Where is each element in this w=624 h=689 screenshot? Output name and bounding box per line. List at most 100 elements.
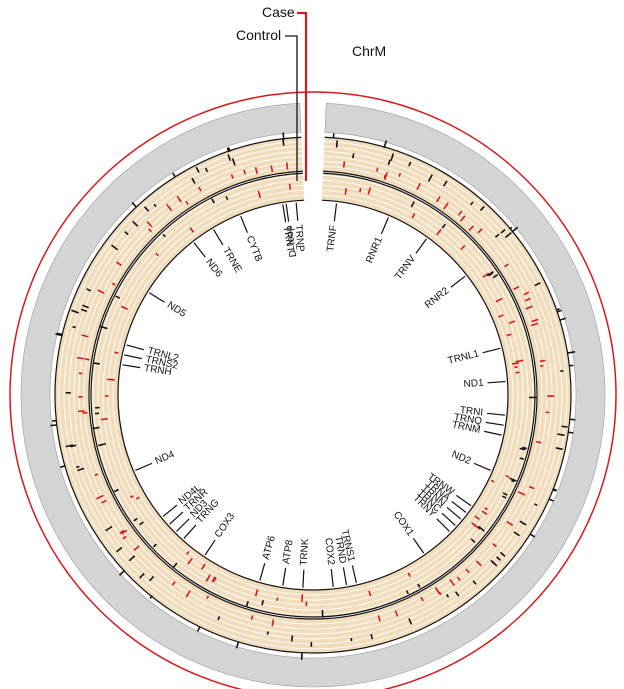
control-variant-mark bbox=[484, 506, 488, 511]
control-variant-mark bbox=[495, 297, 503, 303]
gene-tick-cox1 bbox=[412, 538, 425, 554]
case-variant-mark bbox=[398, 172, 402, 177]
control-variant-mark bbox=[245, 600, 249, 607]
case-variant-mark bbox=[524, 297, 531, 302]
gene-label-trnd: TRND bbox=[332, 535, 348, 564]
control-variant-mark bbox=[257, 190, 262, 199]
track-gridline bbox=[102, 184, 524, 606]
case-variant-mark bbox=[335, 140, 339, 148]
case-variant-mark bbox=[148, 575, 155, 582]
case-variant-mark bbox=[231, 158, 236, 166]
gene-tick-trnv bbox=[415, 238, 427, 254]
case-variant-mark bbox=[445, 593, 450, 598]
outer-variant-mark bbox=[567, 431, 574, 434]
case-variant-mark bbox=[96, 494, 104, 500]
gene-label-cytb: CYTB bbox=[244, 234, 264, 263]
case-variant-mark bbox=[195, 166, 200, 173]
control-variant-mark bbox=[211, 198, 215, 204]
gene-tick-nd5 bbox=[149, 292, 165, 303]
gene-tick-trnc bbox=[441, 512, 456, 526]
gene-tick-trni bbox=[486, 412, 506, 416]
case-variant-mark bbox=[204, 167, 209, 173]
outer-variant-mark bbox=[529, 533, 536, 538]
case-variant-mark bbox=[443, 202, 449, 210]
case-variant-mark bbox=[124, 231, 129, 236]
case-variant-mark bbox=[122, 535, 127, 540]
control-variant-mark bbox=[511, 362, 520, 365]
control-variant-mark bbox=[152, 543, 158, 548]
case-variant-mark bbox=[80, 308, 88, 313]
case-variant-mark bbox=[383, 172, 388, 180]
gene-label-atp8: ATP8 bbox=[281, 539, 296, 565]
gene-tick-nd4l bbox=[162, 504, 178, 517]
gene-label-trnk: TRNK bbox=[299, 538, 311, 566]
gene-label-atp6: ATP6 bbox=[261, 534, 278, 561]
case-variant-mark bbox=[390, 153, 395, 162]
gene-label-trnh: TRNH bbox=[143, 363, 172, 378]
gene-label-nd4: ND4 bbox=[153, 449, 176, 467]
outer-variant-mark bbox=[235, 641, 240, 649]
case-variant-mark bbox=[557, 433, 565, 437]
gene-label-d_loop: D_loop bbox=[284, 224, 299, 257]
gene-tick-atp6 bbox=[259, 563, 266, 581]
case-variant-mark bbox=[490, 559, 496, 565]
outer-variant-mark bbox=[56, 332, 64, 336]
case-variant-mark bbox=[479, 205, 485, 212]
case-variant-mark bbox=[111, 282, 116, 286]
control-variant-mark bbox=[98, 442, 107, 447]
control-variant-mark bbox=[486, 271, 494, 277]
outer-variant-mark bbox=[50, 424, 57, 427]
case-variant-mark bbox=[291, 635, 294, 642]
case-variant-mark bbox=[84, 358, 90, 361]
track-border-arc bbox=[88, 170, 538, 620]
case-variant-mark bbox=[539, 359, 546, 363]
case-variant-mark bbox=[166, 203, 173, 212]
case-variant-mark bbox=[528, 485, 535, 490]
case-variant-mark bbox=[81, 334, 89, 338]
case-variant-mark bbox=[171, 581, 176, 586]
case-variant-mark bbox=[342, 161, 346, 168]
control-variant-mark bbox=[470, 538, 476, 544]
case-variant-mark bbox=[111, 244, 119, 251]
track-gridline bbox=[58, 140, 568, 650]
gene-tick-cox2 bbox=[330, 568, 334, 588]
case-variant-mark bbox=[387, 159, 391, 165]
case-variant-mark bbox=[270, 165, 274, 173]
control-variant-mark bbox=[114, 351, 119, 354]
control-variant-mark bbox=[172, 562, 178, 569]
gene-tick-d_loop bbox=[285, 203, 290, 222]
case-variant-mark bbox=[153, 203, 157, 208]
track-gridline bbox=[97, 179, 529, 611]
case-variant-mark bbox=[148, 228, 152, 233]
outer-variant-mark bbox=[569, 418, 576, 421]
outer-variant-mark bbox=[55, 333, 63, 337]
case-variant-mark bbox=[97, 289, 105, 294]
gene-label-trnv: TRNV bbox=[393, 253, 418, 282]
case-variant-mark bbox=[561, 425, 568, 428]
case-variant-mark bbox=[143, 206, 150, 212]
control-variant-mark bbox=[120, 305, 128, 311]
legend: Case Control bbox=[236, 4, 308, 181]
outer-variant-mark bbox=[567, 351, 576, 354]
case-variant-mark bbox=[534, 503, 538, 507]
gene-tick-trnn bbox=[446, 507, 462, 520]
outer-variant-mark bbox=[511, 226, 519, 233]
case-variant-mark bbox=[65, 444, 74, 448]
control-variant-mark bbox=[205, 574, 211, 582]
control-variant-mark bbox=[492, 273, 499, 279]
case-variant-mark bbox=[146, 221, 153, 228]
control-variant-mark bbox=[521, 446, 527, 450]
outer-variant-mark bbox=[556, 309, 562, 313]
outer-variant-mark bbox=[548, 498, 554, 502]
case-variant-mark bbox=[504, 263, 509, 268]
gene-label-nd5: ND5 bbox=[165, 300, 188, 320]
control-variant-mark bbox=[497, 314, 504, 318]
case-variant-mark bbox=[116, 546, 123, 553]
track-gridline bbox=[112, 194, 514, 596]
case-variant-mark bbox=[383, 174, 387, 179]
case-variant-mark bbox=[71, 309, 79, 314]
variant-marks-layer bbox=[50, 132, 576, 660]
track-gridline bbox=[73, 155, 553, 635]
control-variant-mark bbox=[288, 183, 292, 190]
